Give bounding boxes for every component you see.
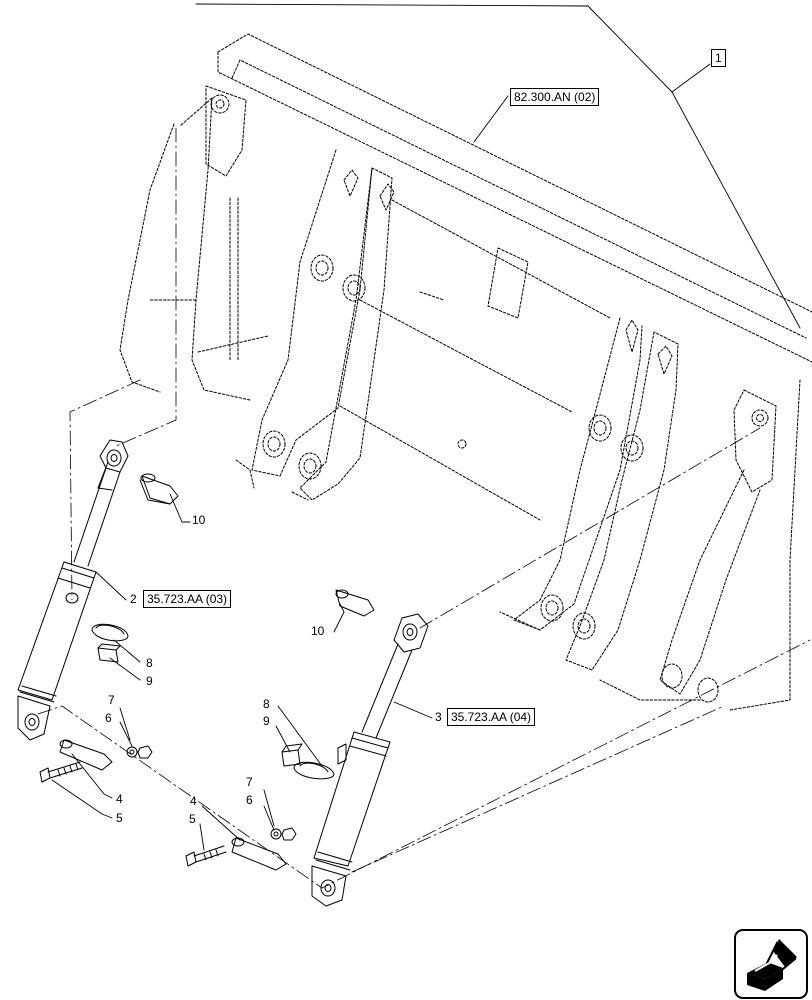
reference-cylinder-right[interactable]: 35.723.AA (04) [447,708,536,726]
next-page-button[interactable] [734,929,808,999]
callout-4-right: 4 [190,794,197,808]
block-right [281,743,303,767]
callout-5-right: 5 [189,812,196,826]
bolt-left [39,761,83,783]
callout-3: 3 [435,710,442,724]
callout-10-right: 10 [311,624,325,638]
cylinder-left [17,439,129,741]
washer-left [126,746,138,758]
pin-upper-right [335,589,375,617]
block-left [97,643,121,663]
pin-upper-left [139,473,179,505]
callout-7-right: 7 [246,775,253,789]
next-page-arrow-icon [747,939,797,991]
cylinder-right [311,613,429,907]
reference-item-1[interactable]: 1 [711,49,726,67]
pin-lower-left [59,739,113,771]
bolt-right [185,845,227,867]
callout-7-left: 7 [108,693,115,707]
alignment-lines [37,127,811,889]
callout-6-right: 6 [246,793,253,807]
reference-cylinder-left[interactable]: 35.723.AA (03) [143,590,232,608]
leader-lines [51,3,801,851]
nut-left [137,745,153,759]
callout-4-left: 4 [116,792,123,806]
callout-9-right: 9 [263,714,270,728]
bucket-outline [119,33,812,711]
callout-8-left: 8 [146,656,153,670]
callout-5-left: 5 [116,811,123,825]
nut-right [281,827,297,841]
clamp-right [293,761,335,780]
callout-6-left: 6 [105,711,112,725]
washer-right [270,828,282,840]
callout-9-left: 9 [146,674,153,688]
clamp-left [91,623,129,642]
pin-lower-right [231,837,287,871]
callout-10-left: 10 [192,513,206,527]
callout-2: 2 [130,592,137,606]
reference-assembly[interactable]: 82.300.AN (02) [510,88,600,106]
callout-8-right: 8 [263,697,270,711]
